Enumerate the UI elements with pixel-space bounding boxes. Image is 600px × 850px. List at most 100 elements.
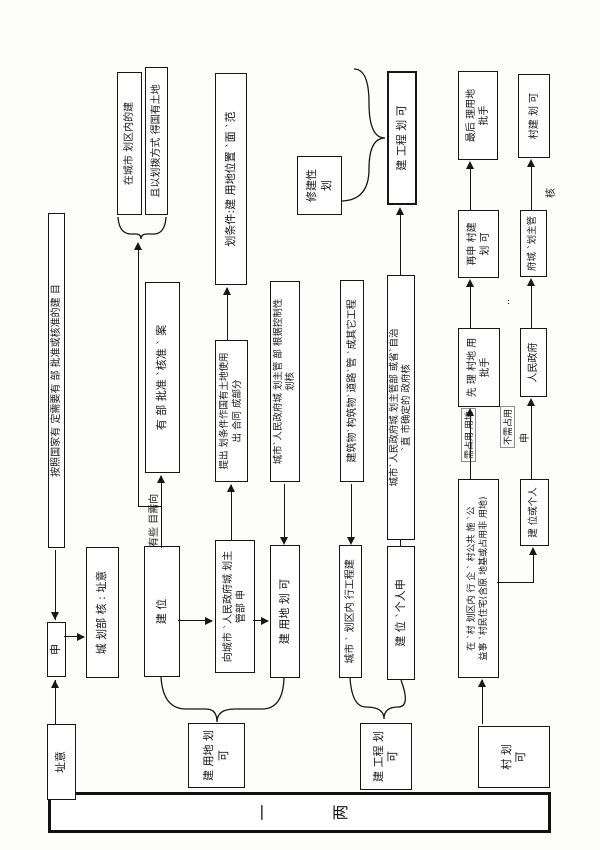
arrowhead-into-villagepermit xyxy=(527,159,535,167)
label-dots: ‥ xyxy=(502,298,512,305)
box-gov-confirm-line1: 城市`人民政府城 划主管部 或省`自治 xyxy=(388,328,400,487)
arrowhead-into-condcontent xyxy=(223,287,231,295)
label-some-projects: 有些 目需向 xyxy=(149,493,160,547)
line-unitperson-to-govconfirm xyxy=(400,540,402,547)
box-first-handle: 先 理 村地 用 批手 xyxy=(458,328,500,407)
arrowhead-into-firsthandle xyxy=(466,408,474,416)
box-national-approval: 按照国家有 定需要有 部 批准或核准的建 目 xyxy=(48,213,65,548)
box-detailed-plan-line2: 划 xyxy=(319,180,333,191)
box-planning-dept-review: 城 划部 核 : 址意 xyxy=(86,547,119,678)
line-invillage-to-firsthandle xyxy=(470,410,472,479)
line-reapply-to-finalhandle xyxy=(470,163,472,210)
box-reapply: 再申 村建 划 可 xyxy=(458,210,499,278)
line-peoplesgov-to-plandept xyxy=(531,280,533,328)
label-review-small: 核 xyxy=(546,188,557,198)
line-national-to-apply xyxy=(55,550,57,620)
line-citygov-to-condcontract xyxy=(231,485,233,540)
line-firsthandle-to-reapply xyxy=(470,281,472,328)
line-unit-to-dept xyxy=(161,476,163,548)
brace-land-permit xyxy=(160,676,285,723)
box-gov-confirm: 城市`人民政府城 划主管部 或省`自治 `直 市确定的 政府核 xyxy=(387,275,415,540)
box-eng-permit-label: 建 工程 划 可 xyxy=(360,723,412,790)
box-eng-permit-text: 建 工程 划 可 xyxy=(394,105,408,171)
box-in-village-line1: 在 `村 划区内 行 企 ` 村公共 施 `公 xyxy=(466,506,477,651)
box-gov-confirm-line2: `直 市确定的 政府核 xyxy=(401,364,412,451)
box-cond-contract: 提出 划条件作国有土地使用 出 合同 成部分 xyxy=(215,340,248,482)
box-reapply-line1: 再申 村建 xyxy=(466,222,478,266)
arrowhead-into-landpermitflow-right xyxy=(280,537,288,545)
box-unit-person-apply: 建 位 `个人申 xyxy=(387,546,415,680)
arrowhead-into-engpermit xyxy=(396,207,404,215)
box-in-city-plan-area: 在城市 划区内的建 xyxy=(117,72,142,215)
arrowhead-into-brace xyxy=(134,242,142,250)
box-in-city-plan-area-text: 在城市 划区内的建 xyxy=(124,101,135,186)
box-unit-or-person-text: 建 位或个人 xyxy=(528,487,540,538)
line-branch-up xyxy=(139,505,161,507)
brace-eng-permit xyxy=(349,677,406,720)
box-village-permit-label: 村 划 可 xyxy=(478,726,550,788)
box-in-village-line2: 益事 `村民住宅(含原 地基或占用非 用地) xyxy=(478,496,489,661)
line-govconfirm-to-engpermit xyxy=(400,209,402,275)
title-char-top: 一 xyxy=(252,804,272,821)
box-dept-approve-record: 有 部 批准 `核准 ` 案 xyxy=(145,282,180,473)
label-need-occupy-land: 需占用 用地 xyxy=(461,408,476,462)
box-site-doc-label-text: 址意 xyxy=(54,751,68,773)
box-planning-dept-review-text: 城 划部 核 : 址意 xyxy=(95,570,109,655)
arrowhead-into-peoplesgov xyxy=(527,398,535,406)
box-peoples-gov: 人民政府 xyxy=(520,328,547,397)
box-const-unit-text: 建 位 xyxy=(154,598,168,625)
box-const-unit: 建 位 xyxy=(144,546,180,677)
box-detailed-plan-line1: 修建性 xyxy=(305,169,319,202)
box-apply: 申 xyxy=(47,622,66,677)
arrowhead-into-incityeng xyxy=(347,537,355,545)
box-review-by-plan: 城市`人民政府城 划主管 部 根据控制性 划核 xyxy=(270,281,300,482)
arrowhead-into-review xyxy=(77,633,85,641)
box-village-permit-label-line2: 可 xyxy=(514,751,527,763)
arrowhead-into-landpermitflow-top xyxy=(261,617,269,625)
box-peoples-gov-text: 人民政府 xyxy=(528,342,539,383)
box-land-permit-flow: 建 用地 划 可 xyxy=(270,545,300,678)
box-village-permit-text: 村建 划 可 xyxy=(528,92,540,140)
box-village-permit-label-line1: 村 划 xyxy=(499,744,513,770)
box-land-permit-label-line1: 建 用地 划 xyxy=(202,730,216,781)
line-plandept-to-villagepermit xyxy=(531,161,533,210)
arrowhead-into-reapply xyxy=(466,279,474,287)
box-eng-permit-label-line2: 可 xyxy=(386,751,399,762)
arrowhead-into-finalhandle xyxy=(466,161,474,169)
box-review-by-plan-line1: 城市`人民政府城 划主管 部 根据控制性 xyxy=(272,298,284,465)
box-final-handle-line1: 最后 理用地 xyxy=(466,88,477,143)
title-box: 一 两 xyxy=(48,792,551,833)
box-eng-permit-label-line1: 建 工程 划 xyxy=(371,731,385,782)
box-cond-contract-line2: 出 合同 成部分 xyxy=(231,379,243,443)
box-cond-content-text: 划条件:建 用地位置 `面 `范 xyxy=(223,111,237,247)
box-to-city-gov-line2: 管部 申 xyxy=(236,589,247,624)
box-to-city-gov-line1: 向城市 `人民政府城 划主 xyxy=(223,550,234,663)
box-allocated-state-land: 且以划拨方式 得国有土地 xyxy=(145,67,168,215)
box-land-permit-label-line2: 可 xyxy=(216,750,230,761)
arrowhead-into-apply-right xyxy=(51,612,59,620)
line-review-to-landpermitflow xyxy=(284,484,286,543)
box-site-doc-label: 址意 xyxy=(47,724,76,800)
box-first-handle-line2: 批手 xyxy=(480,357,491,378)
arrowhead-into-citygov xyxy=(205,617,213,625)
title-char-bottom: 两 xyxy=(330,804,350,821)
line-branch-to-brace xyxy=(138,245,140,507)
brace-two-conditions xyxy=(117,216,167,240)
box-village-permit: 村建 划 可 xyxy=(518,74,550,158)
box-first-handle-line1: 先 理 村地 用 xyxy=(467,337,478,398)
line-buildings-to-incityeng xyxy=(351,484,353,543)
arrowhead-into-condcontract xyxy=(227,484,235,492)
box-gov-plan-dept: 府城 `划主管 xyxy=(520,210,547,277)
box-cond-content: 划条件:建 用地位置 `面 `范 xyxy=(215,73,247,285)
box-review-by-plan-line2: 划核 xyxy=(285,372,296,392)
box-in-village: 在 `村 划区内 行 企 ` 村公共 施 `公 益事 `村民住宅(含原 地基或占… xyxy=(458,479,499,678)
box-unit-or-person: 建 位或个人 xyxy=(520,479,549,546)
arrowhead-into-plandept xyxy=(527,278,535,286)
box-unit-person-apply-text: 建 位 `个人申 xyxy=(393,579,407,647)
brace-detailed-plan xyxy=(341,68,386,202)
box-to-city-gov: 向城市 `人民政府城 划主 管部 申 xyxy=(215,540,255,673)
box-land-permit-label: 建 用地 划 可 xyxy=(188,723,245,788)
